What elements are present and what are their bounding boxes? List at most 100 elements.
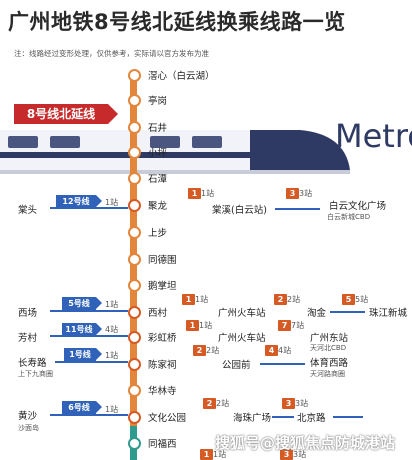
transfer-3-left-sub: 上下九商圈 xyxy=(18,370,53,378)
station-dot-11 xyxy=(127,358,141,371)
transfer-2-hop-0-badge: 1 xyxy=(186,320,199,331)
station-label-8: 鹅掌坦 xyxy=(148,281,177,292)
transfer-2-connector xyxy=(50,335,128,337)
station-label-14: 同福西 xyxy=(148,439,177,450)
transfer-1-hop-0-station: 广州火车站 xyxy=(218,308,266,319)
watermark: 搜狐号@搜狐焦点防城港站 xyxy=(215,434,396,452)
transfer-4-left-sub: 沙面岛 xyxy=(18,424,39,432)
transfer-1-sep-1 xyxy=(330,311,365,313)
transfer-3-sep-0 xyxy=(260,363,305,365)
station-dot-14 xyxy=(127,437,141,450)
transfer-3-hop-0-badge: 2 xyxy=(193,345,206,356)
transfer-4-sep-0 xyxy=(272,416,294,418)
transfer-0-sep-0 xyxy=(275,208,320,210)
transfer-4-hop-1-station: 北京路 xyxy=(297,413,326,424)
transfer-0-hop-1-sub: 白云新城CBD xyxy=(327,213,371,221)
transfer-1-connector xyxy=(50,310,128,312)
station-dot-2 xyxy=(127,121,141,134)
transfer-2-line-tag: 11号线 xyxy=(62,323,102,336)
station-dot-9 xyxy=(127,306,141,319)
station-dot-7 xyxy=(127,253,141,266)
transfer-4-left-station: 黄沙 xyxy=(18,411,38,422)
transfer-0-hop-0-badge: 1 xyxy=(188,188,201,199)
bottom-hop-1-count: 3站 xyxy=(293,450,307,459)
transfer-1-line-tag: 5号线 xyxy=(62,297,102,310)
transfer-0-hop-0-station: 棠溪(白云站) xyxy=(212,205,267,216)
station-label-1: 亭岗 xyxy=(148,96,168,107)
transfer-0-hop-1-badge: 3 xyxy=(286,188,299,199)
transfer-0-count: 1站 xyxy=(105,198,119,207)
train-nose xyxy=(250,130,350,170)
station-label-13: 文化公园 xyxy=(148,413,187,424)
station-label-0: 滘心（白云湖） xyxy=(148,71,215,82)
transfer-2-hop-1-badge: 7 xyxy=(278,320,291,331)
transfer-1-hop-1-station: 淘金 xyxy=(307,308,327,319)
station-label-5: 聚龙 xyxy=(148,201,168,212)
transfer-3-hop-0-count: 2站 xyxy=(206,346,220,355)
transfer-0-hop-1-count: 3站 xyxy=(299,189,313,198)
transfer-2-hop-0-count: 1站 xyxy=(199,321,213,330)
station-dot-13 xyxy=(127,411,141,424)
transfer-0-connector xyxy=(50,207,128,209)
transfer-2-hop-1-sub: 天河北CBD xyxy=(310,344,347,352)
line-8-badge: 8号线北延线 xyxy=(14,104,118,124)
station-dot-6 xyxy=(127,226,141,239)
station-label-4: 石潭 xyxy=(148,174,168,185)
transfer-4-hop-1-count: 3站 xyxy=(295,399,309,408)
transfer-4-hop-0-badge: 2 xyxy=(203,398,216,409)
transfer-1-hop-0-count: 1站 xyxy=(195,295,209,304)
metro-logo: Metro xyxy=(335,117,412,155)
station-dot-10 xyxy=(127,331,141,344)
transfer-1-hop-1-badge: 2 xyxy=(274,294,287,305)
transfer-1-count: 1站 xyxy=(105,300,119,309)
transfer-0-line-tag: 12号线 xyxy=(56,195,102,208)
transfer-1-left-station: 西场 xyxy=(18,308,38,319)
train-stripe xyxy=(0,152,300,158)
transfer-4-count: 1站 xyxy=(105,405,119,414)
station-dot-12 xyxy=(127,384,141,397)
bottom-hop-1-badge: 3 xyxy=(280,449,293,460)
transfer-2-count: 4站 xyxy=(105,325,119,334)
bottom-hop-0-count: 1站 xyxy=(213,450,227,459)
train-windows xyxy=(8,136,222,148)
station-dot-3 xyxy=(127,146,141,159)
train-underframe xyxy=(0,170,350,174)
station-label-2: 石井 xyxy=(148,123,168,134)
page-title: 广州地铁8号线北延线换乘线路一览 xyxy=(8,10,346,34)
station-dot-0 xyxy=(127,69,141,82)
transfer-1-hop-1-count: 2站 xyxy=(287,295,301,304)
station-dot-1 xyxy=(127,94,141,107)
line-8-track xyxy=(130,74,137,426)
transfer-1-hop-0-badge: 1 xyxy=(182,294,195,305)
disclaimer-note: 注：线路经过变形处理，仅供参考，实际请以官方发布为准 xyxy=(14,49,209,58)
transfer-2-hop-0-station: 广州火车站 xyxy=(218,333,266,344)
transfer-3-hop-1-badge: 4 xyxy=(265,345,278,356)
transfer-1-hop-2-badge: 5 xyxy=(342,294,355,305)
transfer-1-hop-2-station: 珠江新城 xyxy=(369,308,408,319)
station-label-3: 小坪 xyxy=(148,148,168,159)
transfer-0-left-station: 棠头 xyxy=(18,205,38,216)
transfer-3-hop-1-sub: 天河路商圈 xyxy=(310,370,345,378)
transfer-2-hop-1-count: 7站 xyxy=(291,321,305,330)
station-dot-4 xyxy=(127,172,141,185)
station-label-11: 陈家祠 xyxy=(148,360,177,371)
transfer-0-hop-1-station: 白云文化广场 xyxy=(329,201,387,212)
station-label-6: 上步 xyxy=(148,228,168,239)
transfer-2-hop-1-station: 广州东站 xyxy=(310,333,349,344)
station-label-9: 西村 xyxy=(148,308,168,319)
transfer-3-connector xyxy=(55,361,128,363)
transfer-1-hop-2-count: 5站 xyxy=(355,295,369,304)
transfer-4-connector xyxy=(50,414,128,416)
transfer-4-hop-1-badge: 3 xyxy=(282,398,295,409)
station-label-12: 华林寺 xyxy=(148,386,177,397)
transfer-3-hop-1-count: 4站 xyxy=(278,346,292,355)
transfer-3-line-tag: 1号线 xyxy=(64,348,102,361)
train-illustration xyxy=(0,130,350,174)
transfer-4-sep-1 xyxy=(333,416,363,418)
transfer-4-hop-0-station: 海珠广场 xyxy=(233,413,272,424)
transfer-4-line-tag: 6号线 xyxy=(62,401,102,414)
station-dot-8 xyxy=(127,279,141,292)
station-label-10: 彩虹桥 xyxy=(148,333,177,344)
transfer-3-count: 1站 xyxy=(105,351,119,360)
transfer-3-left-station: 长寿路 xyxy=(18,358,47,369)
